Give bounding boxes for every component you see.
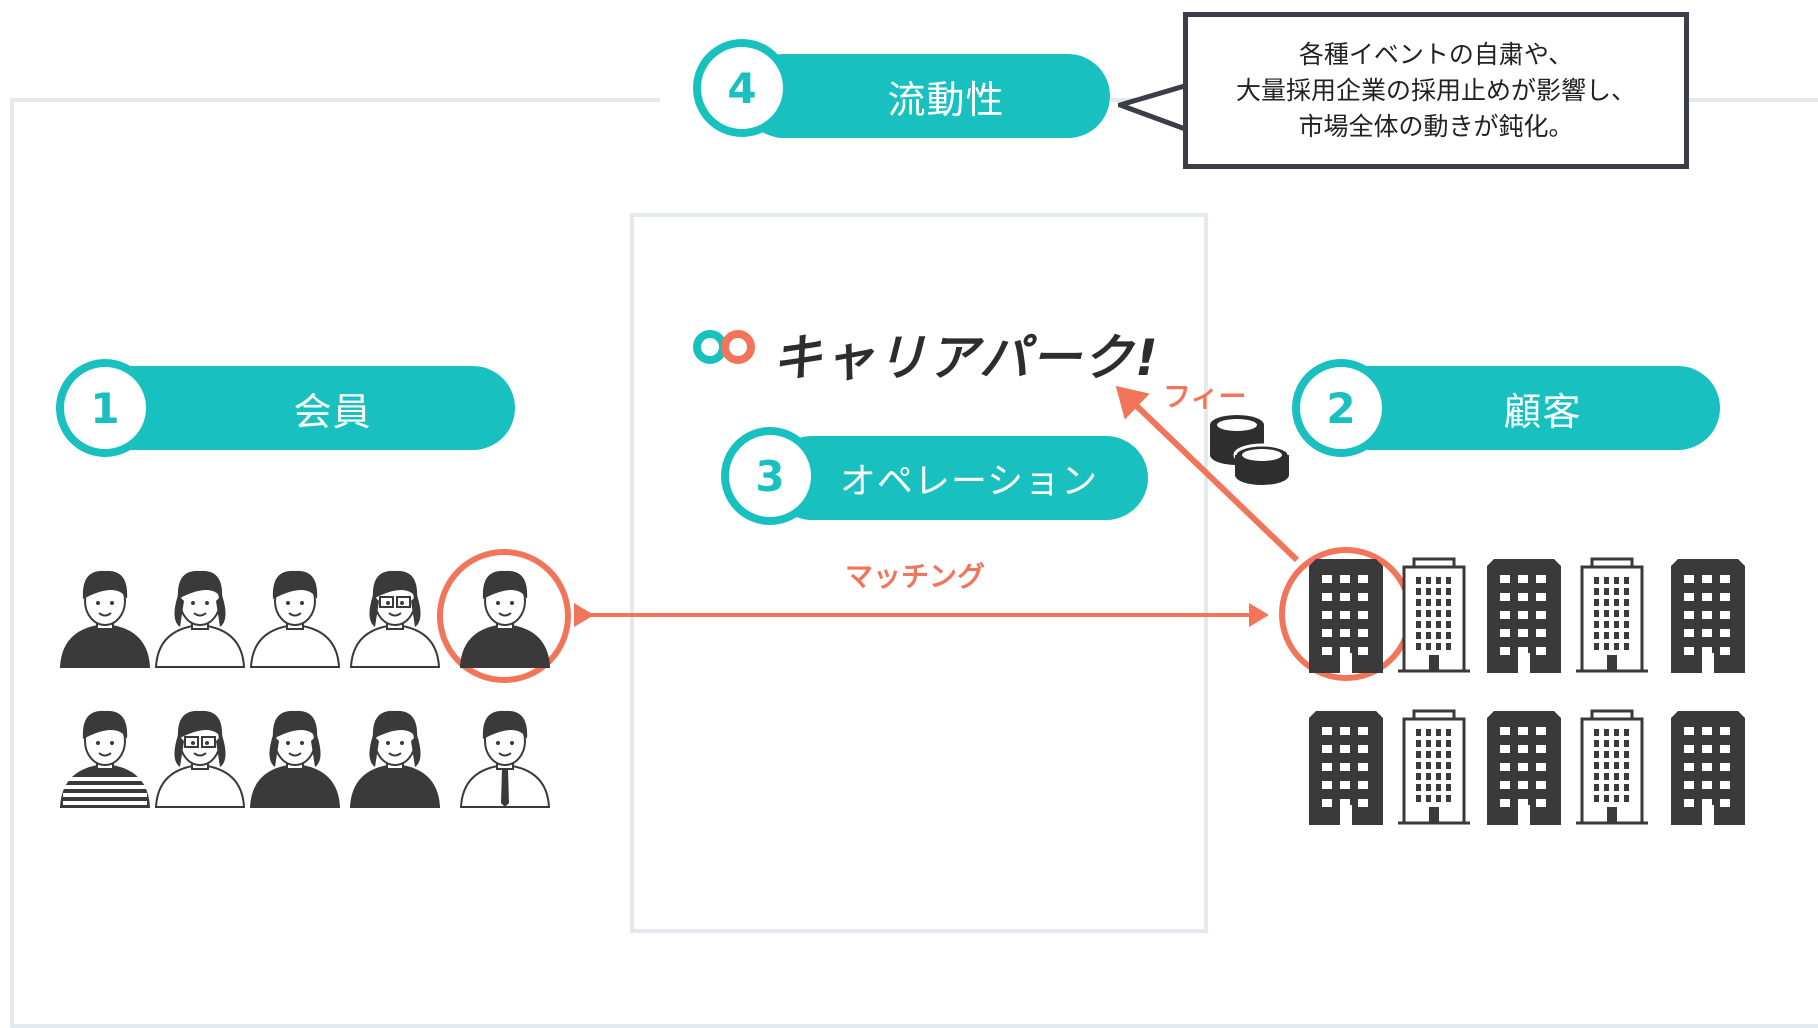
operation-number: 3 [721,427,819,525]
operation-label: オペレーション [839,461,1099,502]
members-number: 1 [56,359,154,457]
liquidity-label: 流動性 [887,77,1005,122]
members-pill: 会員 [90,366,515,450]
callout-tail [1118,81,1193,134]
callout-box: 各種イベントの自粛や、 大量採用企業の採用止めが影響し、 市場全体の動きが鈍化。 [1183,12,1689,169]
clients-pill: 顧客 [1325,366,1720,450]
operation-pill: オペレーション [770,436,1148,520]
fee-label: フィー [1163,380,1247,413]
clients-label: 顧客 [1503,389,1582,434]
clients-number: 2 [1292,359,1390,457]
callout-line-3: 市場全体の動きが鈍化。 [1298,111,1574,141]
liquidity-number: 4 [693,39,791,137]
matching-label: マッチング [845,560,986,593]
logo-text: キャリアパーク! [772,329,1160,387]
members-label: 会員 [293,389,372,434]
callout-line-1: 各種イベントの自粛や、 [1298,39,1574,69]
callout-line-2: 大量採用企業の採用止めが影響し、 [1235,75,1636,105]
liquidity-pill: 流動性 [742,54,1110,138]
